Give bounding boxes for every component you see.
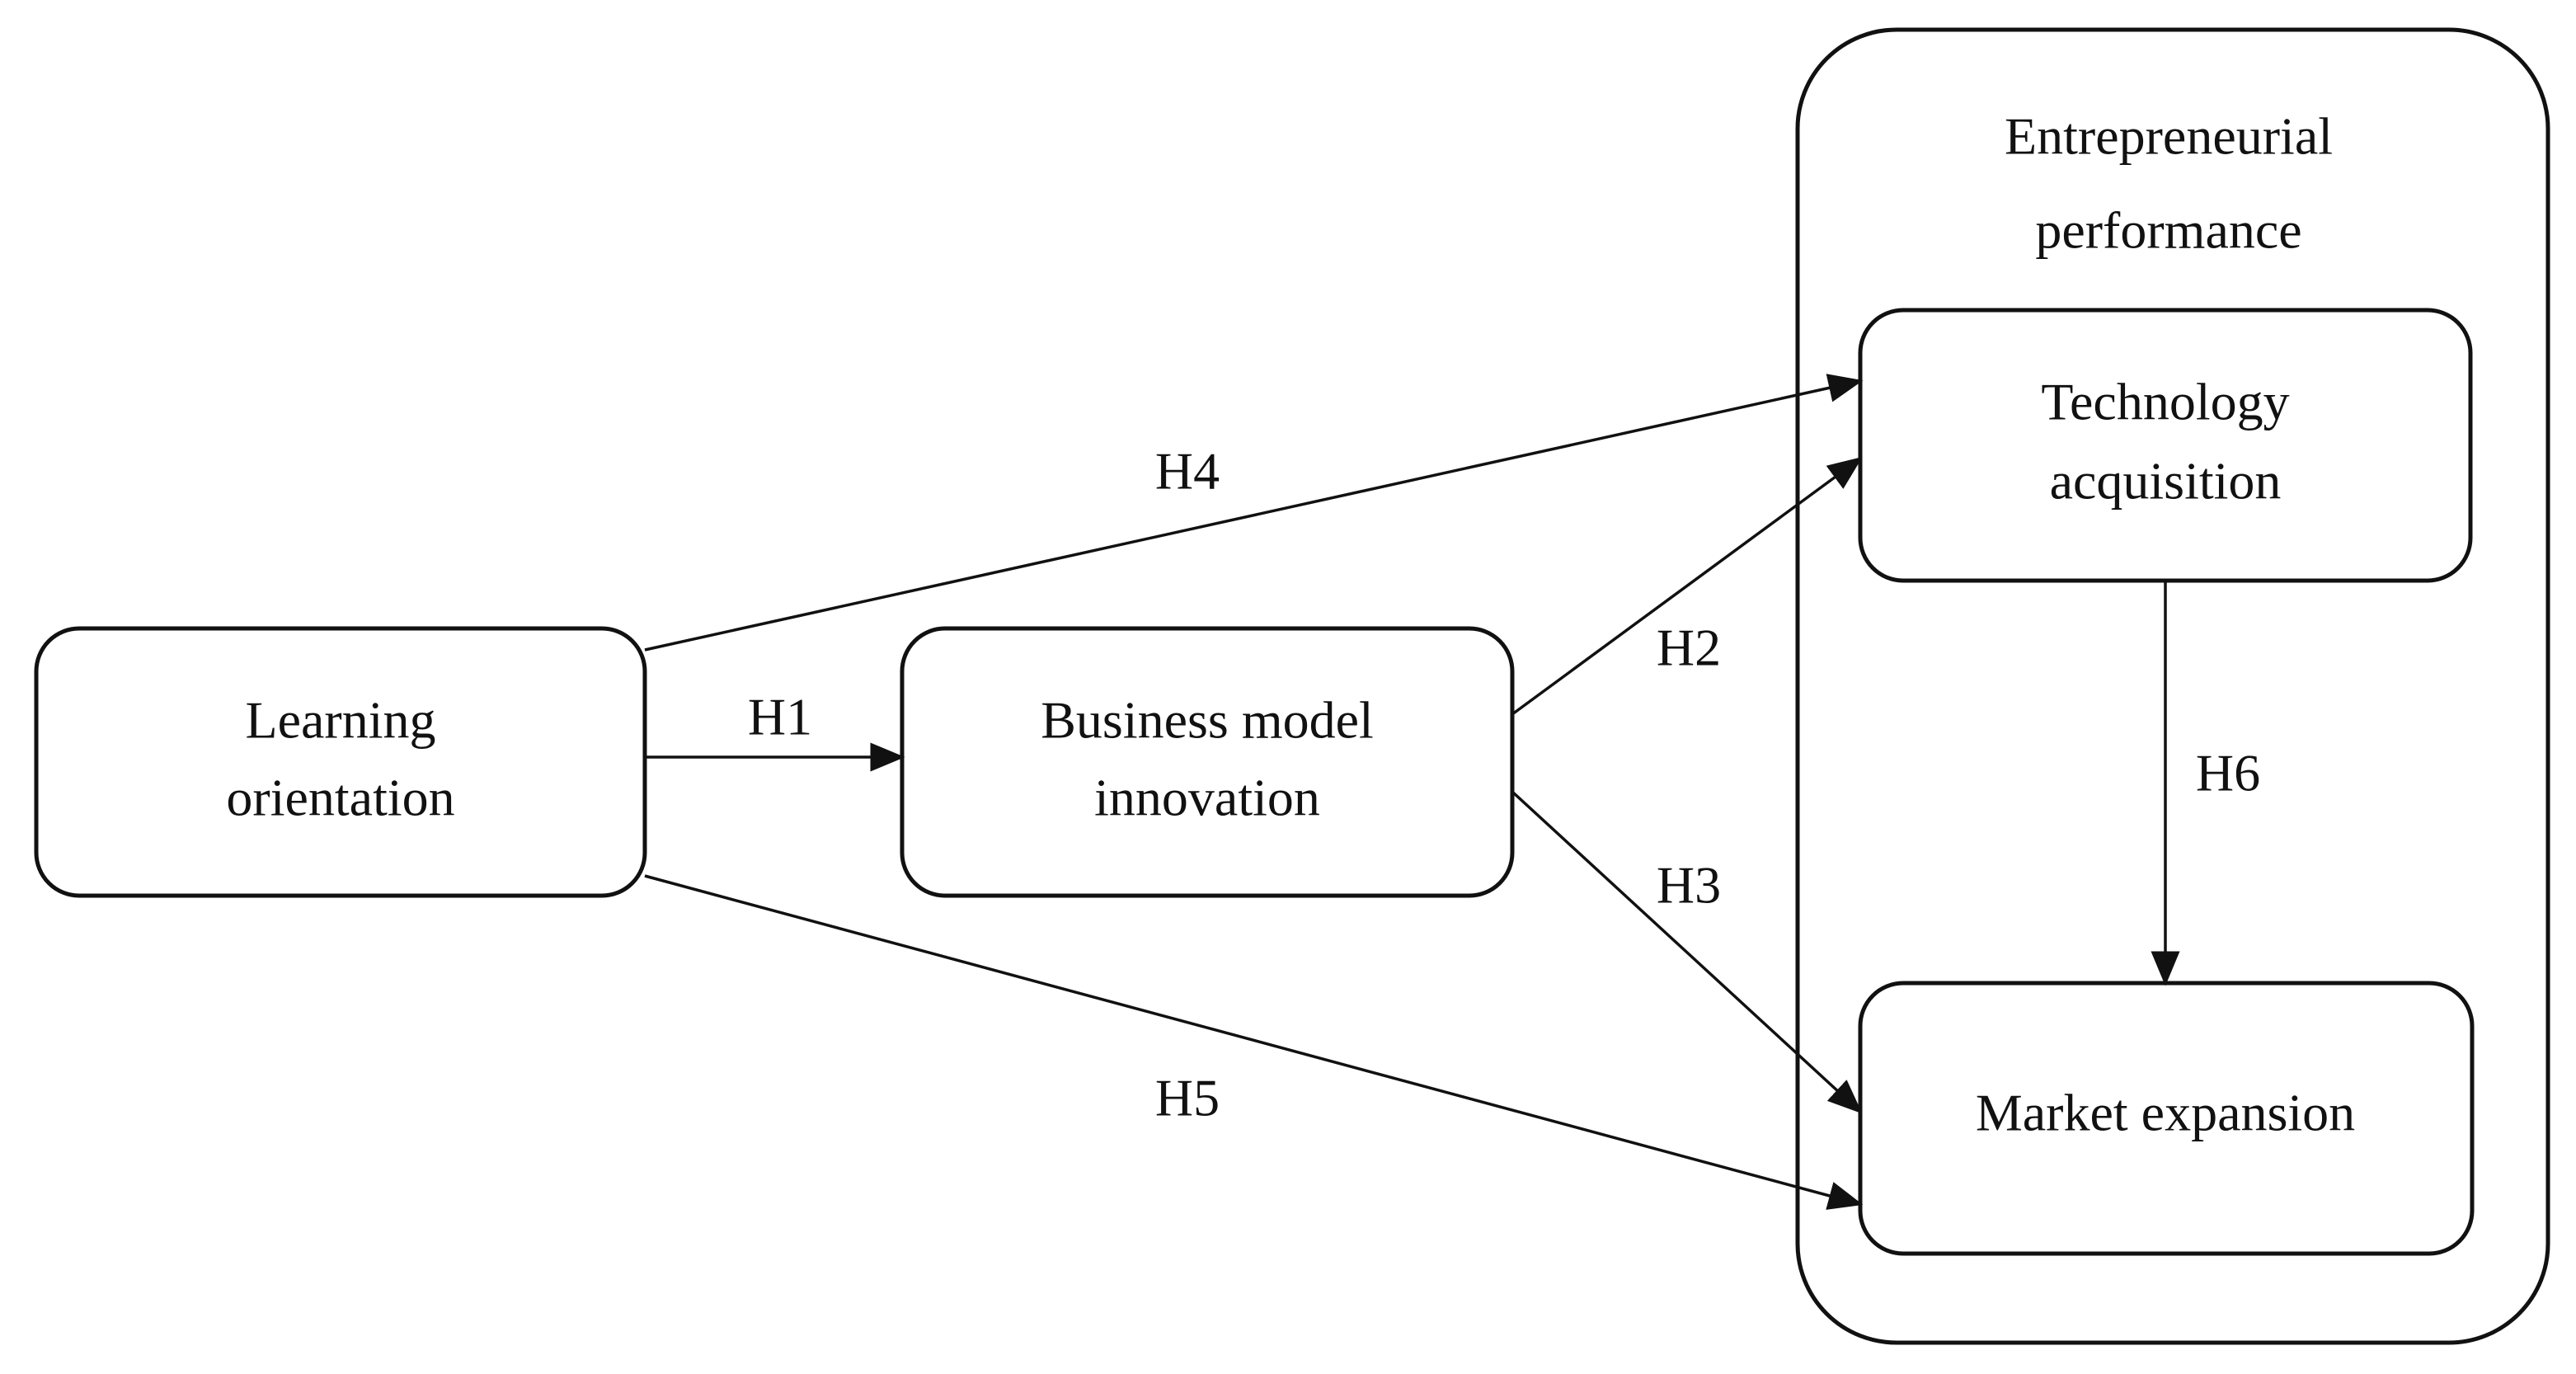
- business-model-innovation-box: [900, 626, 1515, 898]
- entrepreneurial-performance-group: [1795, 27, 2550, 1345]
- market-expansion-label: Market expansion: [1976, 1084, 2355, 1142]
- learning-orientation-box: [34, 626, 647, 898]
- edge-h4-label: H4: [1155, 442, 1220, 501]
- edge-h3-label: H3: [1657, 856, 1721, 915]
- edge-h5-label: H5: [1155, 1069, 1220, 1127]
- group-label-line2: performance: [2035, 201, 2301, 260]
- edge-h5-arrow: [644, 874, 1864, 1210]
- edge-h4-arrow: [644, 374, 1864, 652]
- technology-acquisition-label-line2: acquisition: [2050, 452, 2282, 511]
- edge-h3-arrow: [1511, 790, 1863, 1114]
- business-model-innovation-label-line2: innovation: [1094, 769, 1320, 827]
- edge-h2-label: H2: [1657, 619, 1721, 677]
- technology-acquisition-box: [1858, 308, 2473, 583]
- edge-h1-label: H1: [748, 688, 812, 746]
- learning-orientation-label-line1: Learning: [246, 691, 436, 750]
- learning-orientation-label-line2: orientation: [226, 769, 454, 827]
- edge-h6-label: H6: [2196, 744, 2260, 802]
- business-model-innovation-label-line1: Business model: [1041, 691, 1374, 750]
- edge-h2-arrow: [1511, 456, 1863, 716]
- group-label-line1: Entrepreneurial: [2005, 107, 2333, 166]
- technology-acquisition-label-line1: Technology: [2041, 373, 2289, 431]
